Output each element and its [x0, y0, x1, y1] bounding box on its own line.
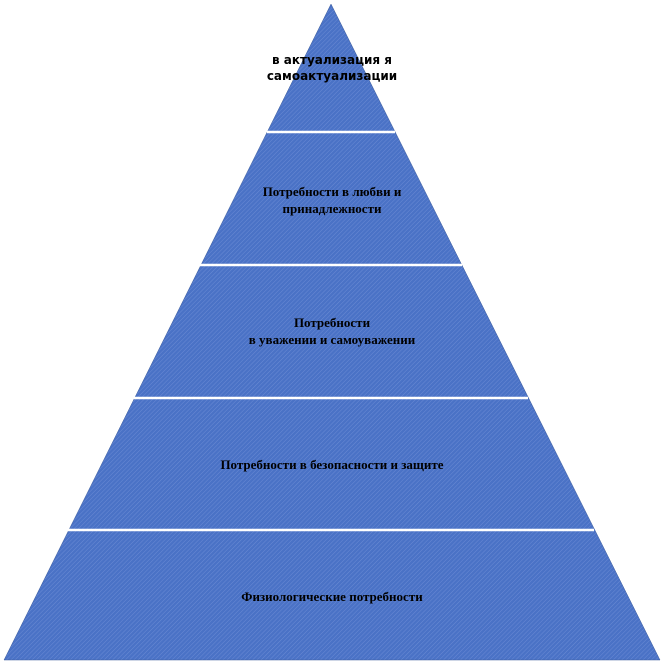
level-label-line: самоактуализации — [266, 69, 398, 83]
pyramid-triangle — [3, 3, 661, 661]
level-label-line: Потребности в любви и — [262, 184, 402, 199]
level-esteem: Потребности в уважении и самоуважении — [0, 314, 664, 348]
level-label-line: Потребности — [293, 315, 371, 330]
level-label-line: в актуализация я — [271, 53, 393, 67]
level-label-line: в уважении и самоуважении — [248, 332, 416, 347]
level-safety: Потребности в безопасности и защите — [0, 456, 664, 473]
level-self-actualization: в актуализация я самоактуализации — [0, 52, 664, 84]
level-label-line: принадлежности — [282, 201, 382, 216]
level-label-line: Физиологические потребности — [241, 589, 423, 604]
level-label-line: Потребности в безопасности и защите — [220, 457, 444, 472]
level-physiological: Физиологические потребности — [0, 588, 664, 605]
level-love-belonging: Потребности в любви и принадлежности — [0, 183, 664, 217]
